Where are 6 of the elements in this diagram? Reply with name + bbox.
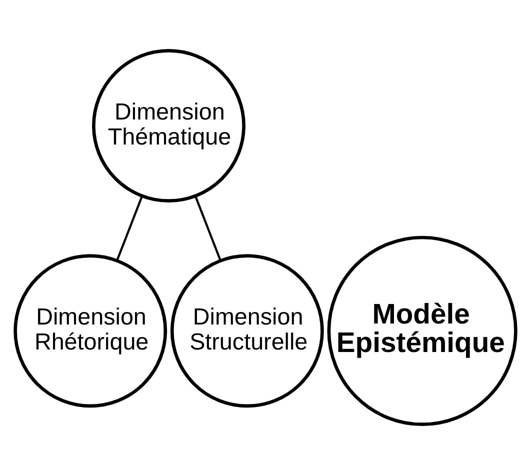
node-circle: Dimension Rhétorique: [14, 254, 168, 408]
node-circle: Dimension Structurelle: [170, 254, 324, 408]
node-circle: Dimension Thématique: [92, 48, 246, 202]
connector: [116, 195, 143, 261]
node-circle: Modèle Epistémique: [327, 235, 518, 426]
connector: [194, 195, 222, 261]
